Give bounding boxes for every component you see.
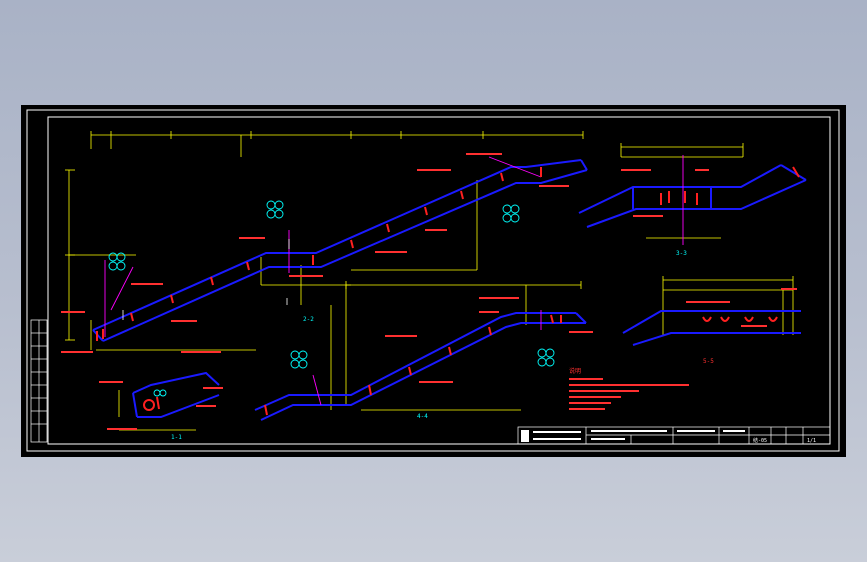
side-revision-strip [30,319,48,443]
stair-elevation-1: 2-2 [61,131,588,353]
title-block-text [533,430,745,440]
section-3-3: 3-3 [578,143,807,257]
stair-elevation-2: 4-4 [254,281,593,421]
drawing-canvas: 2-2 3-3 [26,109,840,452]
section-5-5: 5-5 [622,276,801,365]
drawing-number: 结-05 [753,437,767,444]
outer-frame [26,109,840,452]
section-title-3-3: 3-3 [676,250,687,257]
notes-heading: 说明 [569,367,581,375]
section-title-5-5: 5-5 [703,358,714,365]
sheet-number: 1/1 [807,438,816,444]
section-title-1-1: 1-1 [171,434,182,441]
section-title-4-4: 4-4 [417,413,428,420]
cad-drawing-sheet[interactable]: 2-2 3-3 [21,105,846,457]
inner-frame [47,116,831,445]
section-1-1: 1-1 [99,371,223,441]
title-block [517,426,831,445]
notes-block: 说明 [569,367,689,410]
company-logo [521,430,529,442]
section-title-2-2: 2-2 [303,316,314,323]
